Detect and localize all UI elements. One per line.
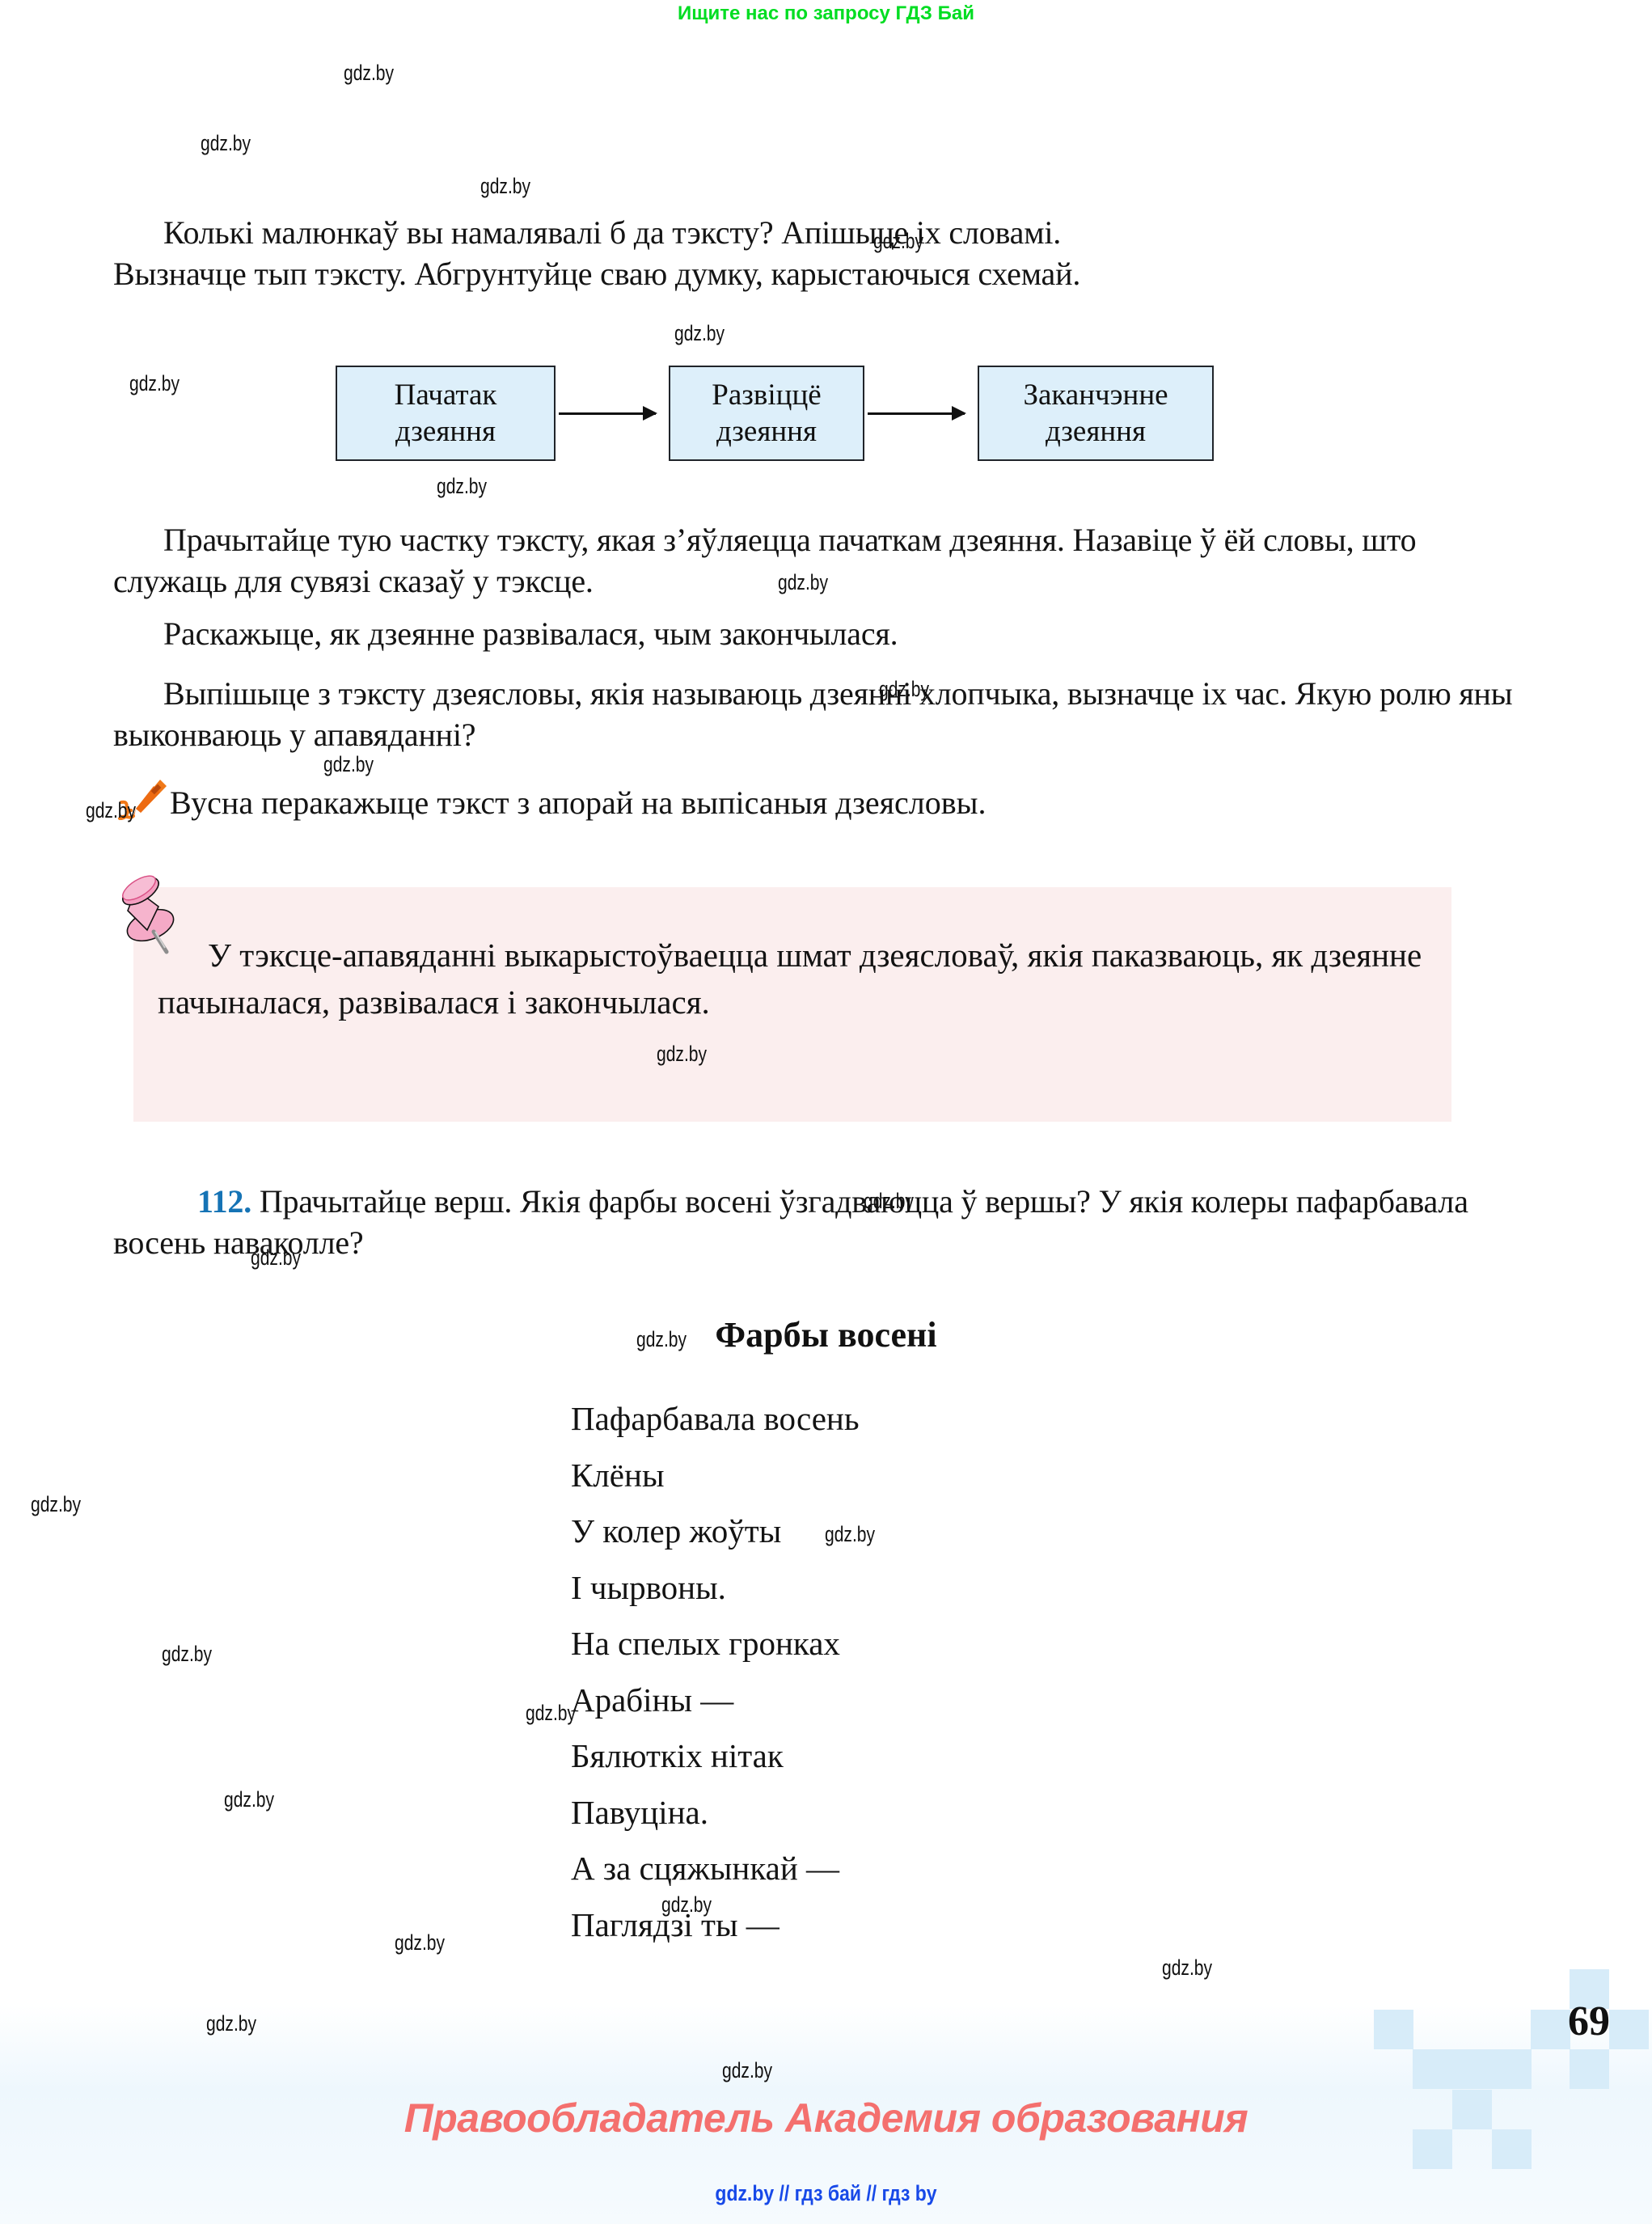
poem-line: І чырвоны. <box>571 1568 726 1606</box>
page-number: 69 <box>1568 1998 1610 2044</box>
exercise-111-prompt: Колькі малюнкаў вы намалявалі б да тэкст… <box>113 212 1544 294</box>
gdz-watermark: gdz.by <box>661 1892 712 1917</box>
gdz-watermark: gdz.by <box>206 2011 257 2036</box>
diagram-box-start: Пачатак дзеяння <box>336 366 556 461</box>
poem-line: У колер жоўты <box>571 1512 782 1550</box>
gdz-watermark: gdz.by <box>129 371 180 395</box>
gdz-watermark: gdz.by <box>31 1492 82 1516</box>
gdz-watermark: gdz.by <box>86 798 137 822</box>
gdz-watermark: gdz.by <box>480 174 531 198</box>
gdz-watermark: gdz.by <box>636 1327 687 1351</box>
exercise-112-number: 112. <box>197 1183 251 1220</box>
gdz-watermark: gdz.by <box>251 1245 302 1270</box>
exercise-111-task-2: Раскажыце, як дзеянне развівалася, чым з… <box>163 615 898 652</box>
poem-line: А за сцяжынкай — <box>571 1850 840 1887</box>
gdz-watermark: gdz.by <box>722 2058 773 2082</box>
poem-title: Фарбы восені <box>715 1315 937 1355</box>
diagram-arrow-2 <box>868 406 966 421</box>
gdz-watermark: gdz.by <box>879 677 930 701</box>
gdz-watermark: gdz.by <box>674 321 725 345</box>
poem-line: Клёны <box>571 1456 665 1494</box>
gdz-watermark: gdz.by <box>162 1642 213 1666</box>
action-flow-diagram: Пачатак дзеяння Развіццё дзеяння Заканчэ… <box>336 366 1241 463</box>
gdz-watermark: gdz.by <box>657 1042 708 1066</box>
gdz-watermark: gdz.by <box>344 61 395 85</box>
gdz-watermark: gdz.by <box>778 570 829 594</box>
pink-pushpin-icon <box>122 875 175 954</box>
poem-line: На спелых гронках <box>571 1625 840 1662</box>
exercise-111-prompt-line2: Вызначце тып тэксту. Абгрунтуйце сваю ду… <box>113 256 1081 293</box>
exercise-112-block: 112. Прачытайце верш. Якія фарбы восені … <box>113 1181 1536 1263</box>
gdz-watermark: gdz.by <box>395 1930 446 1955</box>
gdz-watermark: gdz.by <box>864 1189 915 1213</box>
gdz-watermark: gdz.by <box>873 229 924 253</box>
poem-line: Арабіны — <box>571 1681 734 1719</box>
gdz-watermark: gdz.by <box>224 1787 275 1812</box>
gdz-watermark: gdz.by <box>825 1522 876 1546</box>
diagram-box-ending-line1: Заканчэнне <box>1023 378 1168 412</box>
orange-pen-icon <box>118 780 167 820</box>
diagram-box-development-line2: дзеяння <box>716 415 817 448</box>
exercise-111-task-3: Выпішыце з тэксту дзеясловы, якія называ… <box>113 675 1513 754</box>
diagram-box-start-line1: Пачатак <box>394 378 497 412</box>
diagram-box-ending: Заканчэнне дзеяння <box>978 366 1214 461</box>
rule-text: У тэксце-апавяданні выкарыстоўваецца шма… <box>158 937 1422 1021</box>
diagram-box-development: Развіццё дзеяння <box>669 366 864 461</box>
poem-body: Пафарбавала восень Клёны У колер жоўты І… <box>571 1391 860 1953</box>
gdz-watermark: gdz.by <box>526 1701 577 1725</box>
copyright-watermark: Правообладатель Академия образования <box>403 2095 1249 2141</box>
oral-task-row: Вусна перакажыце тэкст з апорай на выпіс… <box>113 775 1520 828</box>
diagram-box-start-line2: дзеяння <box>395 415 496 448</box>
oral-task-text: Вусна перакажыце тэкст з апорай на выпіс… <box>170 784 987 821</box>
footer-links: gdz.by // гдз бай // гдз by <box>715 2181 937 2205</box>
exercise-111-task-1: Прачытайце тую частку тэксту, якая з’яўл… <box>113 522 1417 600</box>
diagram-box-ending-line2: дзеяння <box>1046 415 1146 448</box>
poem-line: Бялюткіх нітак <box>571 1737 784 1774</box>
diagram-arrow-1 <box>559 406 657 421</box>
poem-line: Пафарбавала восень <box>571 1400 860 1437</box>
exercise-111-prompt-line1: Колькі малюнкаў вы намалявалі б да тэкст… <box>163 214 1062 251</box>
decorative-squares-pattern <box>1312 1956 1652 2198</box>
gdz-watermark: gdz.by <box>323 752 374 776</box>
exercise-112-prompt: Прачытайце верш. Якія фарбы восені ўзгад… <box>113 1183 1468 1262</box>
poem-line: Павуціна. <box>571 1793 708 1831</box>
gdz-watermark: gdz.by <box>437 474 488 498</box>
gdz-watermark: gdz.by <box>201 131 251 155</box>
promo-banner: Ищите нас по запросу ГДЗ Бай <box>678 2 974 24</box>
poem-line: Паглядзі ты — <box>571 1905 780 1943</box>
rule-callout-box: У тэксце-апавяданні выкарыстоўваецца шма… <box>122 875 1451 1122</box>
gdz-watermark: gdz.by <box>1162 1956 1213 1980</box>
diagram-box-development-line1: Развіццё <box>712 378 822 412</box>
